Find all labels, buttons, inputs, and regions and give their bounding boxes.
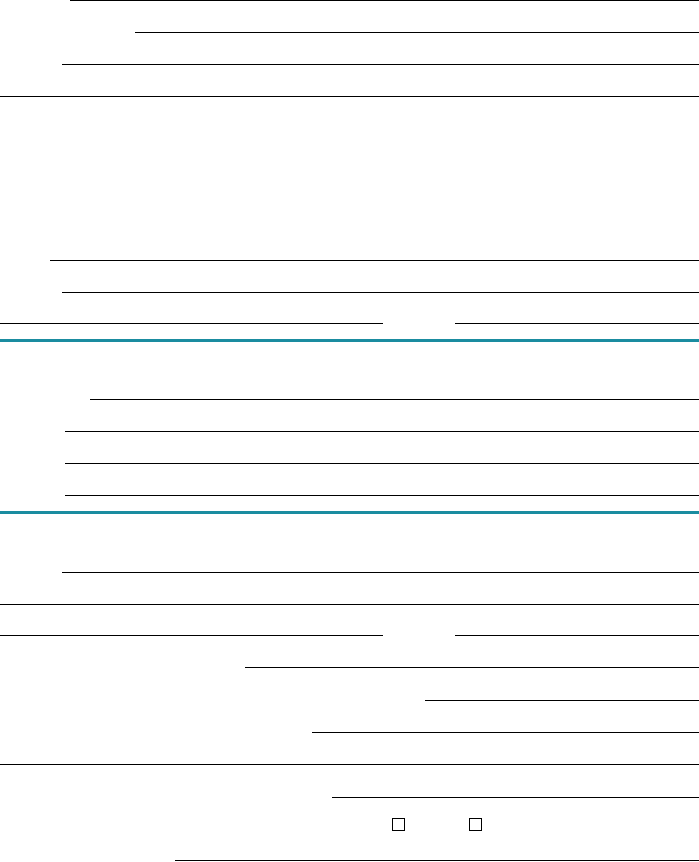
form-field-line[interactable] [312, 732, 699, 733]
form-field-line-left[interactable] [0, 635, 383, 636]
form-field-line-right[interactable] [455, 635, 699, 636]
form-field-line[interactable] [0, 604, 699, 605]
form-field-line[interactable] [0, 96, 699, 97]
form-field-line[interactable] [135, 32, 699, 33]
form-field-line[interactable] [62, 64, 699, 65]
section-divider [0, 339, 699, 342]
form-field-line[interactable] [90, 399, 699, 400]
form-field-line[interactable] [245, 667, 699, 668]
form-field-line[interactable] [65, 463, 699, 464]
form-field-line[interactable] [425, 700, 699, 701]
form-field-line[interactable] [65, 431, 699, 432]
form-field-line[interactable] [62, 292, 699, 293]
form-field-line[interactable] [62, 572, 699, 573]
form-field-line-right[interactable] [455, 323, 699, 324]
checkbox-option-1[interactable] [392, 818, 405, 831]
form-field-line[interactable] [332, 797, 699, 798]
form-field-line[interactable] [65, 495, 699, 496]
form-field-line[interactable] [70, 0, 699, 1]
section-divider [0, 511, 699, 514]
form-field-line-left[interactable] [0, 323, 383, 324]
form-field-line[interactable] [0, 764, 699, 765]
checkbox-option-2[interactable] [469, 818, 482, 831]
form-field-line[interactable] [50, 260, 699, 261]
form-field-line[interactable] [175, 860, 699, 861]
